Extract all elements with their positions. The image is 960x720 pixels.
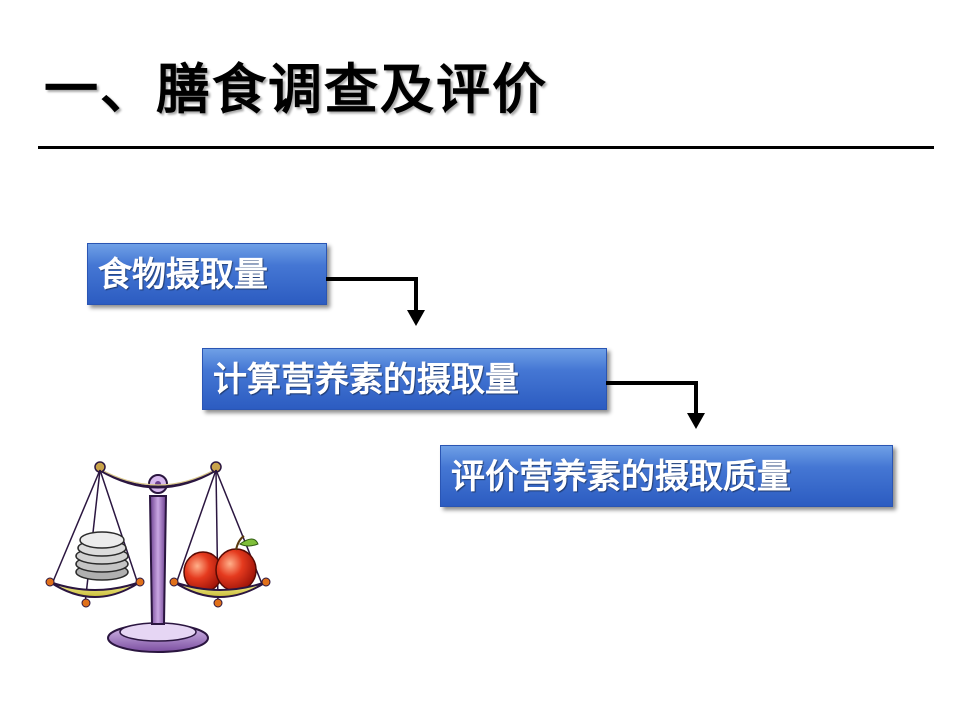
flow-step-nutrient-evaluation: 评价营养素的摄取质量: [440, 445, 893, 507]
flow-step-food-intake: 食物摄取量: [87, 243, 327, 305]
title-divider: [38, 146, 934, 149]
balance-scale-icon: [45, 461, 271, 653]
connector-arrow-2: [606, 381, 705, 429]
slide-title: 一、膳食调查及评价: [44, 58, 548, 121]
connector-arrow-1: [326, 277, 425, 326]
flow-step-nutrient-calculation: 计算营养素的摄取量: [202, 348, 607, 410]
